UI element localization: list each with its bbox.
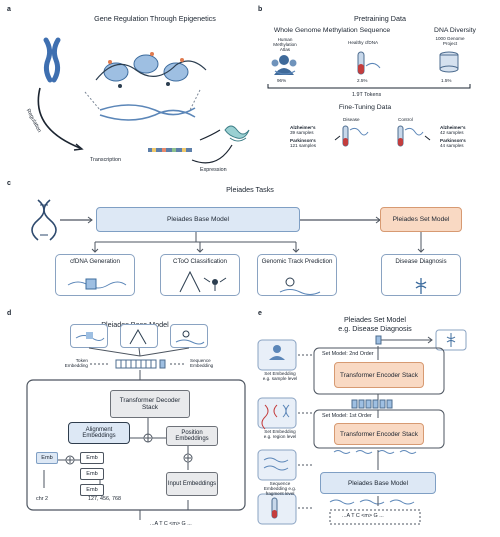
source-pct: 1.5% — [441, 78, 452, 83]
classification-icon — [179, 270, 201, 293]
source-pct: 96% — [277, 78, 287, 83]
transformer-encoder-1st-box: Transformer Encoder Stack — [334, 423, 424, 445]
dna-helix-icon — [31, 199, 57, 241]
panel-label-b: b — [258, 6, 263, 13]
source-pct: 2.5% — [357, 78, 368, 83]
control-alzheimers-label: Alzheimer's — [440, 125, 466, 130]
mrna-icon — [148, 148, 192, 152]
disease-label: Disease — [343, 117, 360, 122]
alignment-embeddings-box: Alignment Embeddings — [68, 422, 130, 444]
token-embedding-label: Token Embedding — [64, 358, 88, 369]
emb-box: Emb — [80, 484, 104, 496]
emb-box: Emb — [36, 452, 58, 464]
output-task-ctoo — [120, 324, 158, 348]
set-model-box: Pleiades Set Model — [380, 207, 462, 232]
disease-alzheimers-count: 39 samples — [290, 130, 314, 135]
base-model-box: Pleiades Base Model — [96, 207, 300, 232]
panel-e-subtitle: e.g. Disease Diagnosis — [338, 324, 412, 333]
set-embedding-sample-label: Set Embedding e.g. sample level — [262, 371, 298, 382]
panel-c-title: Pleiades Tasks — [226, 185, 274, 194]
disease-alzheimers-label: Alzheimer's — [290, 125, 316, 130]
finetune-title: Fine-Tuning Data — [338, 104, 392, 111]
control-parkinsons-label: Parkinson's — [440, 138, 466, 143]
tokens-label: 1.9T Tokens — [352, 92, 382, 98]
disease-parkinsons-label: Parkinson's — [290, 138, 316, 143]
panel-label-e: e — [258, 310, 262, 317]
panel-a-title: Gene Regulation Through Epigenetics — [94, 14, 216, 23]
nucleosome-icon — [95, 52, 207, 88]
wgms-title: Whole Genome Methylation Sequence — [273, 27, 391, 34]
sequence-embedding-label: Sequence Embedding — [190, 358, 214, 369]
task-label: cfDNA Generation — [70, 258, 120, 265]
dna-diversity-title: DNA Diversity — [434, 27, 476, 34]
set-embedding-region-label: Set Embedding e.g. region level — [263, 429, 297, 440]
panel-label-c: c — [7, 180, 11, 187]
chromosome-icon — [43, 37, 61, 83]
first-order-label: Set Model: 1st Order — [322, 413, 372, 419]
input-embeddings-box: Input Embeddings — [166, 472, 218, 496]
source-name: 1000 Genome Project — [435, 36, 465, 47]
sequence-label: ...A T C <m> G ... — [150, 521, 192, 527]
transcription-label: Transcription — [90, 157, 121, 163]
decoder-stack-box: Transformer Decoder Stack — [110, 390, 190, 418]
task-label: Disease Diagnosis — [395, 258, 447, 265]
dna-generation-icon — [67, 281, 127, 289]
database-icon — [439, 51, 459, 73]
emb-box: Emb — [80, 468, 104, 480]
caduceus-icon — [415, 278, 427, 294]
control-parkinsons-count: 44 samples — [440, 143, 464, 148]
output-task-track — [170, 324, 208, 348]
sequence-embedding-fragment-label: Sequence Embedding e.g. fragment level — [263, 481, 297, 497]
emb-box: Emb — [80, 452, 104, 464]
task-label: Genomic Track Prediction — [261, 258, 333, 265]
protein-icon — [224, 125, 250, 142]
expression-label: Expression — [200, 167, 227, 173]
transformer-encoder-2nd-box: Transformer Encoder Stack — [334, 362, 424, 388]
pretraining-title: Pretraining Data — [354, 14, 406, 23]
regulation-arrow — [37, 87, 81, 149]
task-card: CToO Classification — [160, 254, 240, 296]
blood-tube-icon — [357, 51, 381, 75]
control-alzheimers-count: 42 samples — [440, 130, 464, 135]
panel-label-d: d — [7, 310, 12, 317]
pleiades-base-model-box: Pleiades Base Model — [320, 472, 436, 494]
sequence-label-e: ...A T C <m> G ... — [342, 513, 384, 519]
position-embeddings-box: Position Embeddings — [166, 426, 218, 446]
control-label: Control — [398, 117, 413, 122]
positions-label: 127, 456, 768 — [88, 496, 121, 502]
dna-strand-icon — [84, 89, 201, 121]
chromosome-label: chr 2 — [36, 496, 48, 502]
panel-label-a: a — [7, 6, 11, 13]
source-name: Healthy cfDNA — [348, 40, 379, 45]
second-order-label: Set Model: 2nd Order — [322, 351, 374, 357]
track-prediction-icon — [285, 277, 295, 287]
panel-e-title: Pleiades Set Model — [344, 315, 406, 324]
control-tube-icon — [397, 125, 424, 147]
task-label: CToO Classification — [173, 258, 227, 265]
disease-parkinsons-count: 121 samples — [290, 143, 317, 148]
tokens-bracket — [267, 84, 471, 89]
population-icon — [271, 55, 297, 75]
disease-tube-icon — [342, 125, 369, 147]
source-name: Human Methylation Atlas — [273, 37, 297, 53]
task-card: Genomic Track Prediction — [257, 254, 337, 296]
